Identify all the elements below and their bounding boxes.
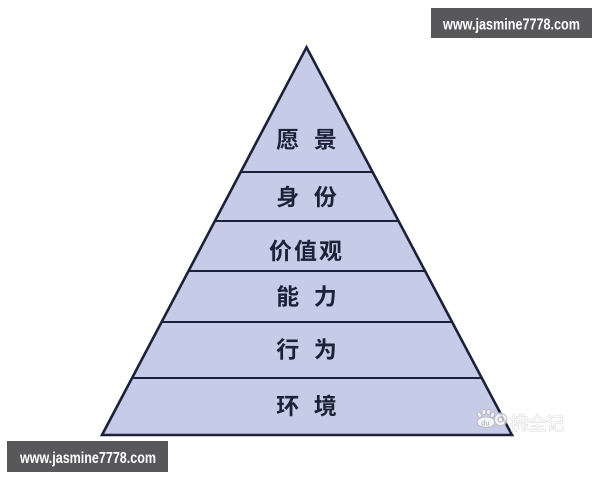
svg-text:www.jasmine7778.com: www.jasmine7778.com bbox=[442, 17, 580, 34]
svg-text:www.jasmine7778.com: www.jasmine7778.com bbox=[19, 450, 156, 467]
svg-text:du: du bbox=[481, 421, 490, 428]
